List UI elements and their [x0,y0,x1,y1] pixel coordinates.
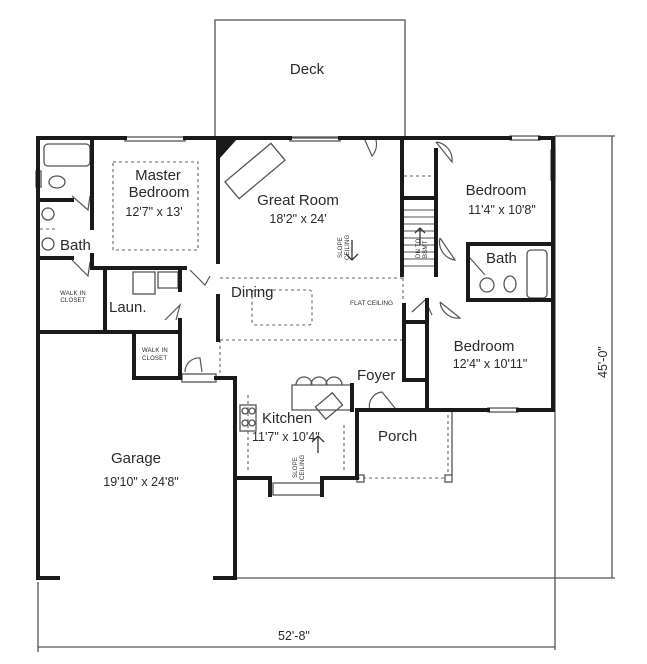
stairs-label-a: DN TO [416,238,422,258]
stairs-label-b: BSMT [423,240,429,258]
room-label-deck: Deck [289,61,325,78]
room-label-dining: Dining [231,284,274,301]
overall-depth-dimension: 45'-0" [596,346,610,378]
room-label-laundry: Laun. [109,299,147,316]
room-size-bedroom-1: 11'4" x 10'8" [468,203,536,217]
room-size-master-bedroom: 12'7" x 13' [125,205,183,219]
room-label-garage: Garage [110,450,162,467]
room-label-porch: Porch [378,428,418,445]
deck-outline [214,19,406,139]
walk-in-closet-label-1a: WALK IN [60,291,86,297]
room-label-master-bedroom-line2: Bedroom [128,184,190,201]
slope-ceiling-label-kitchen-b: CEILING [300,454,306,480]
room-size-bedroom-2: 12'4" x 10'11" [452,357,528,371]
room-size-great-room: 18'2" x 24' [269,212,327,226]
room-label-foyer: Foyer [357,367,396,384]
walk-in-closet-label-1b: CLOSET [60,298,86,304]
slope-ceiling-label-great-room-b: CEILING [345,234,351,260]
room-size-garage: 19'10" x 24'8" [103,475,179,489]
slope-ceiling-label-kitchen-a: SLOPE [293,456,299,478]
room-label-great-room: Great Room [257,192,339,209]
walk-in-closet-label-2a: WALK IN [142,348,168,354]
room-label-bedroom-1: Bedroom [465,182,527,199]
room-label-kitchen: Kitchen [262,410,313,427]
flat-ceiling-label: FLAT CEILING [350,300,394,307]
room-label-bath-2: Bath [486,250,517,267]
room-label-master-bedroom-line1: Master [135,167,181,184]
slope-ceiling-label-great-room-a: SLOPE [338,236,344,258]
room-label-master-bath: Bath [60,237,91,254]
walk-in-closet-label-2b: CLOSET [142,356,168,362]
room-label-bedroom-2: Bedroom [453,338,515,355]
room-size-kitchen: 11'7" x 10'4" [252,430,320,444]
overall-width-dimension: 52'-8" [278,629,310,643]
